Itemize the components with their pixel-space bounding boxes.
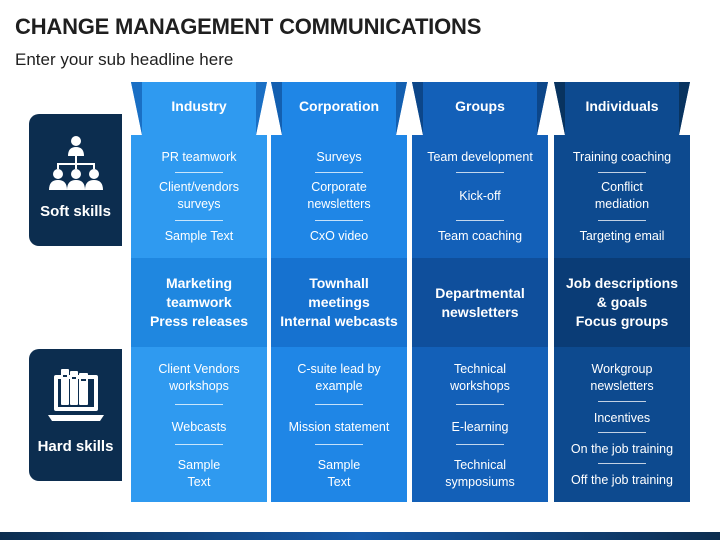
org-people-icon bbox=[29, 134, 122, 192]
list-item: Webcasts bbox=[171, 420, 227, 434]
column-header-groups: Groups bbox=[412, 82, 548, 135]
divider bbox=[598, 172, 646, 173]
mid-text: Departmental newsletters bbox=[435, 284, 525, 320]
divider bbox=[598, 432, 646, 433]
hard-cell: Technical workshops E-learning Technical… bbox=[412, 347, 548, 502]
list-item: Sample Text bbox=[177, 458, 221, 489]
list-item: Client/vendors surveys bbox=[159, 180, 239, 211]
bottom-accent-bar bbox=[0, 532, 720, 540]
hard-cell: C-suite lead by example Mission statemen… bbox=[271, 347, 407, 502]
column-header-label: Corporation bbox=[298, 98, 380, 114]
column-industry: Industry PR teamwork Client/vendors surv… bbox=[131, 82, 267, 502]
column-header-individuals: Individuals bbox=[554, 82, 690, 135]
mid-cell: Job descriptions & goals Focus groups bbox=[554, 258, 690, 347]
page-title: CHANGE MANAGEMENT COMMUNICATIONS bbox=[15, 14, 482, 39]
column-header-industry: Industry bbox=[131, 82, 267, 135]
hard-skills-label: Hard skills bbox=[37, 438, 114, 455]
hard-cell: Client Vendors workshops Webcasts Sample… bbox=[131, 347, 267, 502]
column-header-label: Individuals bbox=[585, 98, 659, 114]
soft-cell: PR teamwork Client/vendors surveys Sampl… bbox=[131, 135, 267, 258]
list-item: Workgroup newsletters bbox=[590, 362, 654, 393]
hard-skills-tab: Hard skills bbox=[29, 349, 122, 481]
column-header-corporation: Corporation bbox=[271, 82, 407, 135]
divider bbox=[175, 404, 223, 405]
mid-cell: Townhall meetings Internal webcasts bbox=[271, 258, 407, 347]
mid-text: Townhall meetings Internal webcasts bbox=[280, 275, 398, 329]
divider bbox=[315, 444, 363, 445]
divider bbox=[598, 401, 646, 402]
list-item: Conflict mediation bbox=[594, 180, 650, 211]
list-item: PR teamwork bbox=[161, 150, 237, 164]
divider bbox=[456, 404, 504, 405]
list-item: On the job training bbox=[570, 442, 674, 456]
list-item: Team coaching bbox=[437, 229, 523, 243]
list-item: Targeting email bbox=[579, 229, 665, 243]
list-item: E-learning bbox=[451, 420, 509, 434]
divider bbox=[456, 444, 504, 445]
soft-cell: Training coaching Conflict mediation Tar… bbox=[554, 135, 690, 258]
mid-text: Marketing teamwork Press releases bbox=[149, 275, 249, 329]
list-item: Incentives bbox=[593, 411, 651, 425]
column-corporation: Corporation Surveys Corporate newsletter… bbox=[271, 82, 407, 502]
page-subtitle: Enter your sub headline here bbox=[15, 50, 234, 69]
divider bbox=[175, 172, 223, 173]
list-item: CxO video bbox=[309, 229, 369, 243]
list-item: Team development bbox=[427, 150, 533, 164]
list-item: Sample Text bbox=[317, 458, 361, 489]
column-header-label: Industry bbox=[171, 98, 227, 114]
divider bbox=[598, 220, 646, 221]
column-individuals: Individuals Training coaching Conflict m… bbox=[554, 82, 690, 502]
hard-cell: Workgroup newsletters Incentives On the … bbox=[554, 347, 690, 502]
list-item: Corporate newsletters bbox=[307, 180, 371, 211]
list-item: Technical workshops bbox=[450, 362, 510, 393]
list-item: Surveys bbox=[316, 150, 362, 164]
mid-cell: Marketing teamwork Press releases bbox=[131, 258, 267, 347]
divider bbox=[598, 463, 646, 464]
divider bbox=[456, 220, 504, 221]
list-item: Off the job training bbox=[571, 473, 673, 487]
list-item: C-suite lead by example bbox=[297, 362, 381, 393]
books-laptop-icon bbox=[29, 367, 122, 427]
list-item: Client Vendors workshops bbox=[158, 362, 240, 393]
soft-cell: Team development Kick-off Team coaching bbox=[412, 135, 548, 258]
soft-skills-label: Soft skills bbox=[40, 203, 111, 220]
mid-cell: Departmental newsletters bbox=[412, 258, 548, 347]
divider bbox=[315, 220, 363, 221]
soft-cell: Surveys Corporate newsletters CxO video bbox=[271, 135, 407, 258]
list-item: Training coaching bbox=[572, 150, 672, 164]
divider bbox=[175, 444, 223, 445]
soft-skills-tab: Soft skills bbox=[29, 114, 122, 246]
divider bbox=[456, 172, 504, 173]
divider bbox=[315, 172, 363, 173]
divider bbox=[315, 404, 363, 405]
column-groups: Groups Team development Kick-off Team co… bbox=[412, 82, 548, 502]
mid-text: Job descriptions & goals Focus groups bbox=[565, 275, 679, 329]
list-item: Kick-off bbox=[459, 189, 501, 203]
divider bbox=[175, 220, 223, 221]
column-header-label: Groups bbox=[455, 98, 505, 114]
list-item: Mission statement bbox=[288, 420, 390, 434]
list-item: Technical symposiums bbox=[445, 458, 515, 489]
list-item: Sample Text bbox=[164, 229, 234, 243]
